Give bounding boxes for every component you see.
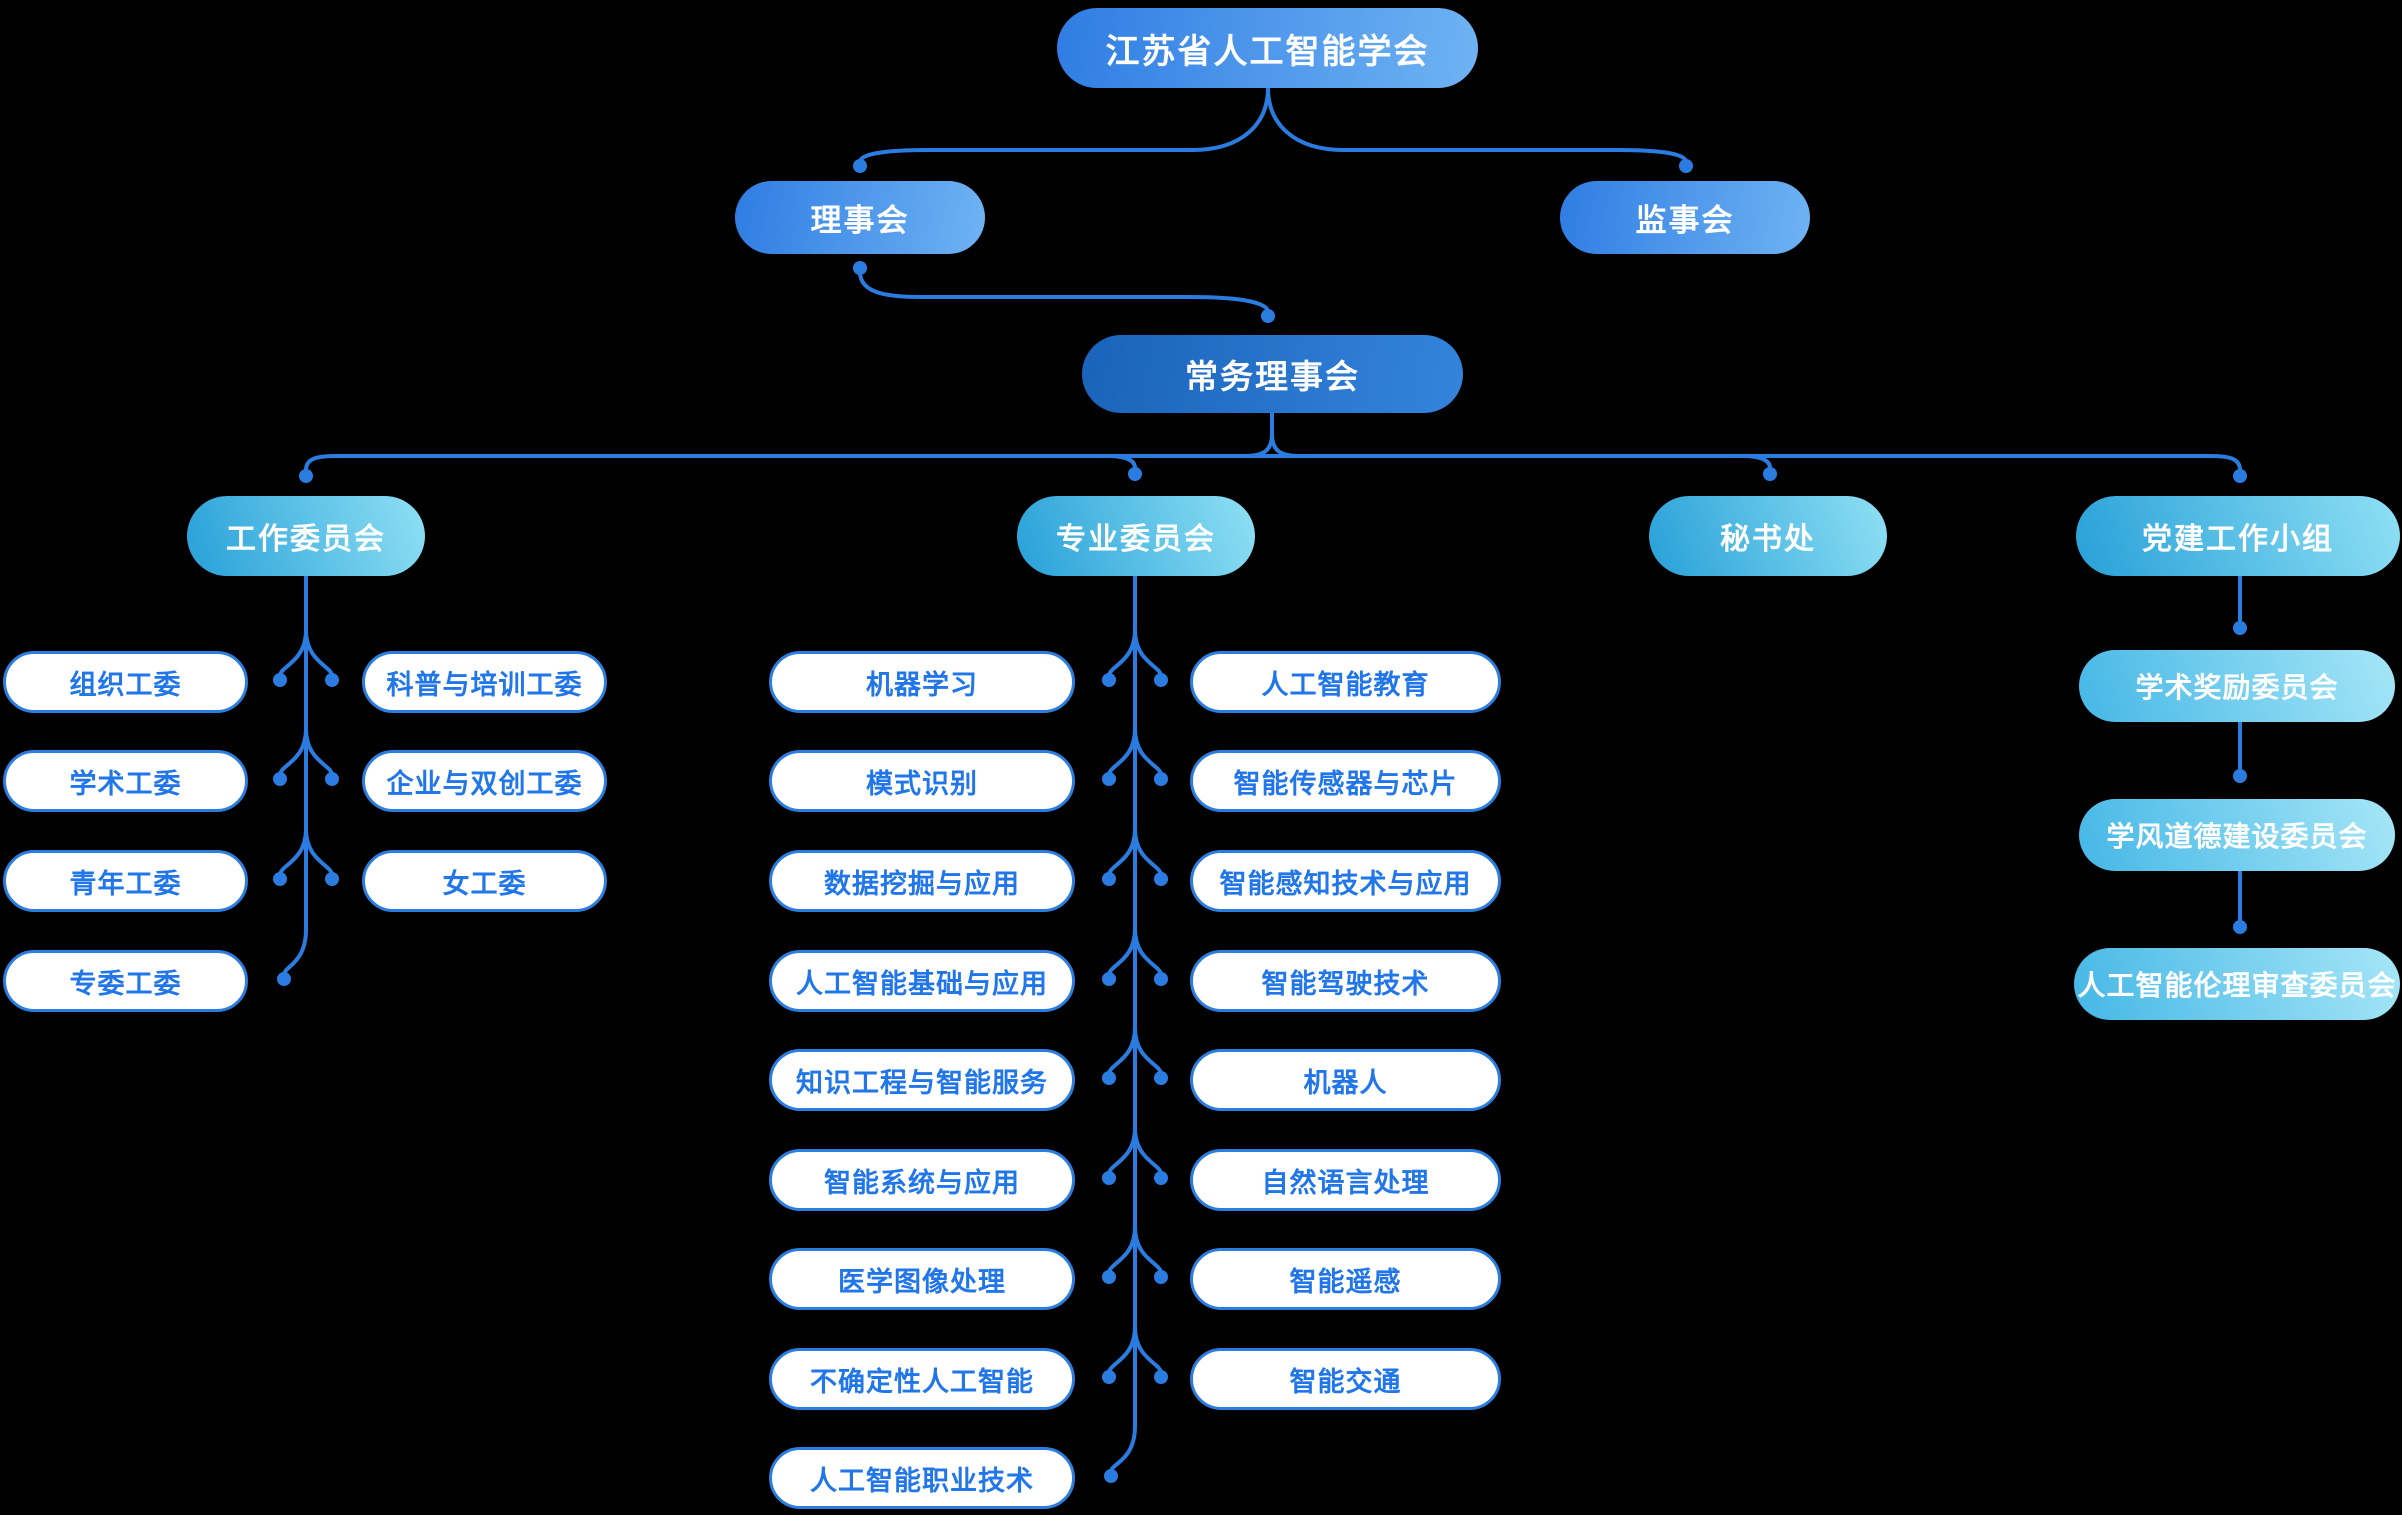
leaf-node: 智能遥感: [1190, 1248, 1501, 1310]
leaf-node: 自然语言处理: [1190, 1149, 1501, 1211]
leaf-node: 人工智能基础与应用: [769, 950, 1075, 1012]
leaf-node: 女工委: [362, 850, 607, 912]
leaf-node: 智能交通: [1190, 1348, 1501, 1410]
connector-board-to-standing: [853, 261, 1275, 323]
leaf-node: 医学图像处理: [769, 1248, 1075, 1310]
connector-party-group-chain: [2233, 573, 2247, 934]
leaf-node: 智能传感器与芯片: [1190, 750, 1501, 812]
connector-standing-fanout: [299, 410, 2247, 483]
leaf-node: 人工智能教育: [1190, 651, 1501, 713]
node-society-root: 江苏省人工智能学会: [1057, 8, 1478, 88]
leaf-node: 模式识别: [769, 750, 1075, 812]
leaf-node: 企业与双创工委: [362, 750, 607, 812]
connector-root-fork: [853, 86, 1693, 173]
leaf-node: 机器人: [1190, 1049, 1501, 1111]
leaf-node: 数据挖掘与应用: [769, 850, 1075, 912]
leaf-node: 青年工委: [3, 850, 248, 912]
connector-professional-committee-trunk: [1102, 574, 1168, 1483]
node-board: 理事会: [735, 181, 985, 254]
node-secretariat: 秘书处: [1649, 496, 1887, 576]
leaf-node: 机器学习: [769, 651, 1075, 713]
leaf-node: 知识工程与智能服务: [769, 1049, 1075, 1111]
leaf-node: 智能系统与应用: [769, 1149, 1075, 1211]
leaf-node: 智能感知技术与应用: [1190, 850, 1501, 912]
node-supervisory-board: 监事会: [1560, 181, 1810, 254]
leaf-node: 不确定性人工智能: [769, 1348, 1075, 1410]
node-academic-award-committee: 学术奖励委员会: [2079, 650, 2395, 722]
node-academic-ethics-committee: 学风道德建设委员会: [2079, 799, 2395, 871]
leaf-node: 智能驾驶技术: [1190, 950, 1501, 1012]
node-party-group: 党建工作小组: [2076, 496, 2400, 576]
leaf-node: 学术工委: [3, 750, 248, 812]
node-ai-ethics-review-committee: 人工智能伦理审查委员会: [2074, 948, 2400, 1020]
node-professional-committee: 专业委员会: [1017, 496, 1255, 576]
node-standing-council: 常务理事会: [1082, 335, 1463, 413]
leaf-node: 人工智能职业技术: [769, 1447, 1075, 1509]
connector-work-committee-trunk: [273, 574, 339, 986]
leaf-node: 专委工委: [3, 950, 248, 1012]
node-work-committee: 工作委员会: [187, 496, 425, 576]
leaf-node: 科普与培训工委: [362, 651, 607, 713]
leaf-node: 组织工委: [3, 651, 248, 713]
